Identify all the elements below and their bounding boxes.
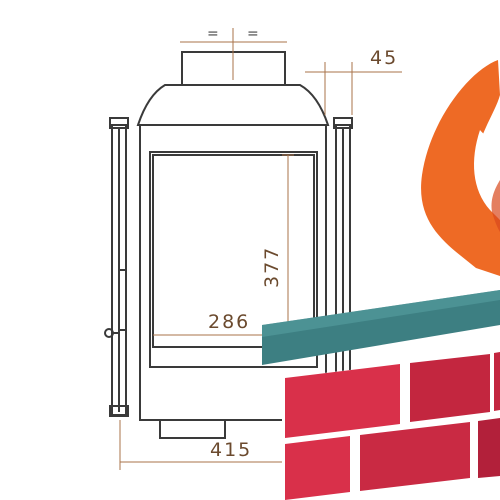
dimension-glass-height: 377 bbox=[261, 246, 283, 288]
brick-chimney-graphic bbox=[262, 290, 500, 500]
equal-mark-right: = bbox=[247, 26, 259, 42]
left-side-rail bbox=[104, 117, 129, 417]
fireplace-outline bbox=[136, 51, 330, 439]
door-frame bbox=[149, 151, 318, 368]
dimension-top-offset: 45 bbox=[370, 47, 398, 69]
hood bbox=[136, 84, 330, 126]
equal-mark-left: = bbox=[207, 26, 219, 42]
main-body bbox=[139, 124, 327, 421]
brick-rows bbox=[285, 352, 500, 500]
dimension-overall-width: 415 bbox=[210, 439, 252, 461]
flame-icon bbox=[421, 60, 500, 276]
dimension-glass-width: 286 bbox=[208, 311, 250, 333]
bottom-outlet bbox=[159, 419, 226, 439]
